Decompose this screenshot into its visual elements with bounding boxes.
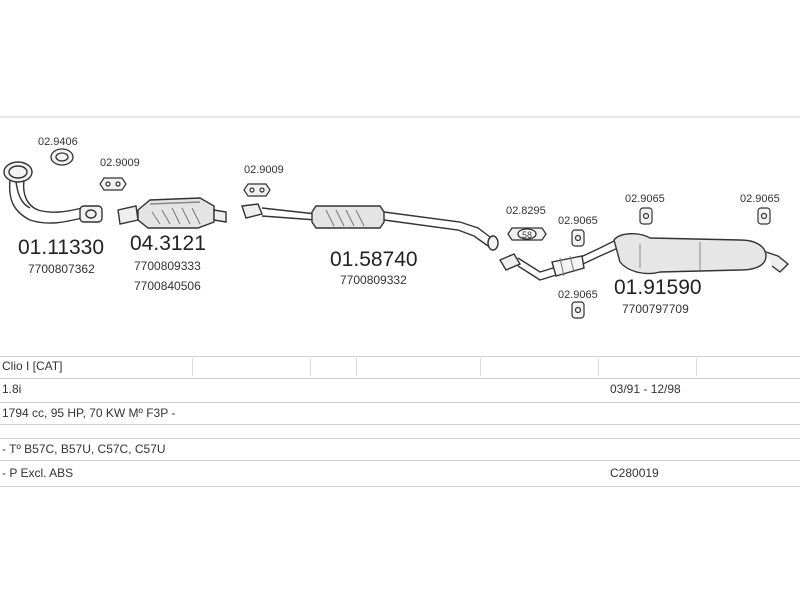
part-2-oem-number-1: 7700809333 <box>134 259 201 273</box>
type-codes: - Tº B57C, B57U, C57C, C57U <box>2 442 166 456</box>
part-3-oem-number: 7700809332 <box>340 273 407 287</box>
pipe-clamp-icon <box>507 227 547 241</box>
table-rule <box>0 402 800 403</box>
flange-gasket-icon <box>243 183 271 197</box>
part-1-fitting-code: 02.9406 <box>38 136 78 148</box>
part-5-fitting-code-2: 02.9065 <box>740 193 780 205</box>
part-3-fitting-code: 02.9009 <box>244 164 284 176</box>
part-1-number: 01.11330 <box>18 236 104 259</box>
clamp-size-label: 58 <box>522 230 532 240</box>
rubber-hanger-icon <box>757 207 771 225</box>
rubber-hanger-icon <box>639 207 653 225</box>
part-1-oem-number: 7700807362 <box>28 262 95 276</box>
column-divider <box>310 358 311 376</box>
table-rule <box>0 438 800 439</box>
gasket-ring-icon <box>50 148 74 166</box>
table-rule <box>0 460 800 461</box>
part-2-fitting-code: 02.9009 <box>100 157 140 169</box>
front-pipe-drawing <box>3 161 103 224</box>
part-2-number: 04.3121 <box>130 232 206 255</box>
model-name: Clio I [CAT] <box>2 359 63 373</box>
rear-silencer-drawing <box>498 233 790 281</box>
catalytic-converter-drawing <box>117 197 227 229</box>
part-5-fitting-code-4: 02.9065 <box>558 289 598 301</box>
part-2-oem-number-2: 7700840506 <box>134 279 201 293</box>
table-rule <box>0 486 800 487</box>
column-divider <box>192 358 193 376</box>
centre-silencer-drawing <box>241 203 499 251</box>
column-divider <box>696 358 697 376</box>
table-rule <box>0 378 800 379</box>
part-4-fitting-code: 02.8295 <box>506 205 546 217</box>
part-5-fitting-code-3: 02.9065 <box>558 215 598 227</box>
part-5-fitting-code-1: 02.9065 <box>625 193 665 205</box>
column-divider <box>598 358 599 376</box>
flange-gasket-icon <box>99 177 127 191</box>
part-5-oem-number: 7700797709 <box>622 302 689 316</box>
column-divider <box>356 358 357 376</box>
table-rule <box>0 424 800 425</box>
rubber-hanger-icon <box>571 229 585 247</box>
table-rule <box>0 356 800 357</box>
part-3-number: 01.58740 <box>330 248 418 271</box>
production-period: 03/91 - 12/98 <box>610 382 681 396</box>
column-divider <box>480 358 481 376</box>
reference-code: C280019 <box>610 466 659 480</box>
engine-spec: 1794 cc, 95 HP, 70 KW Mº F3P - <box>2 406 176 420</box>
fitment-note: - P Excl. ABS <box>2 466 74 480</box>
engine-type: 1.8i <box>2 382 22 396</box>
part-5-number: 01.91590 <box>614 276 702 299</box>
rubber-hanger-icon <box>571 301 585 319</box>
